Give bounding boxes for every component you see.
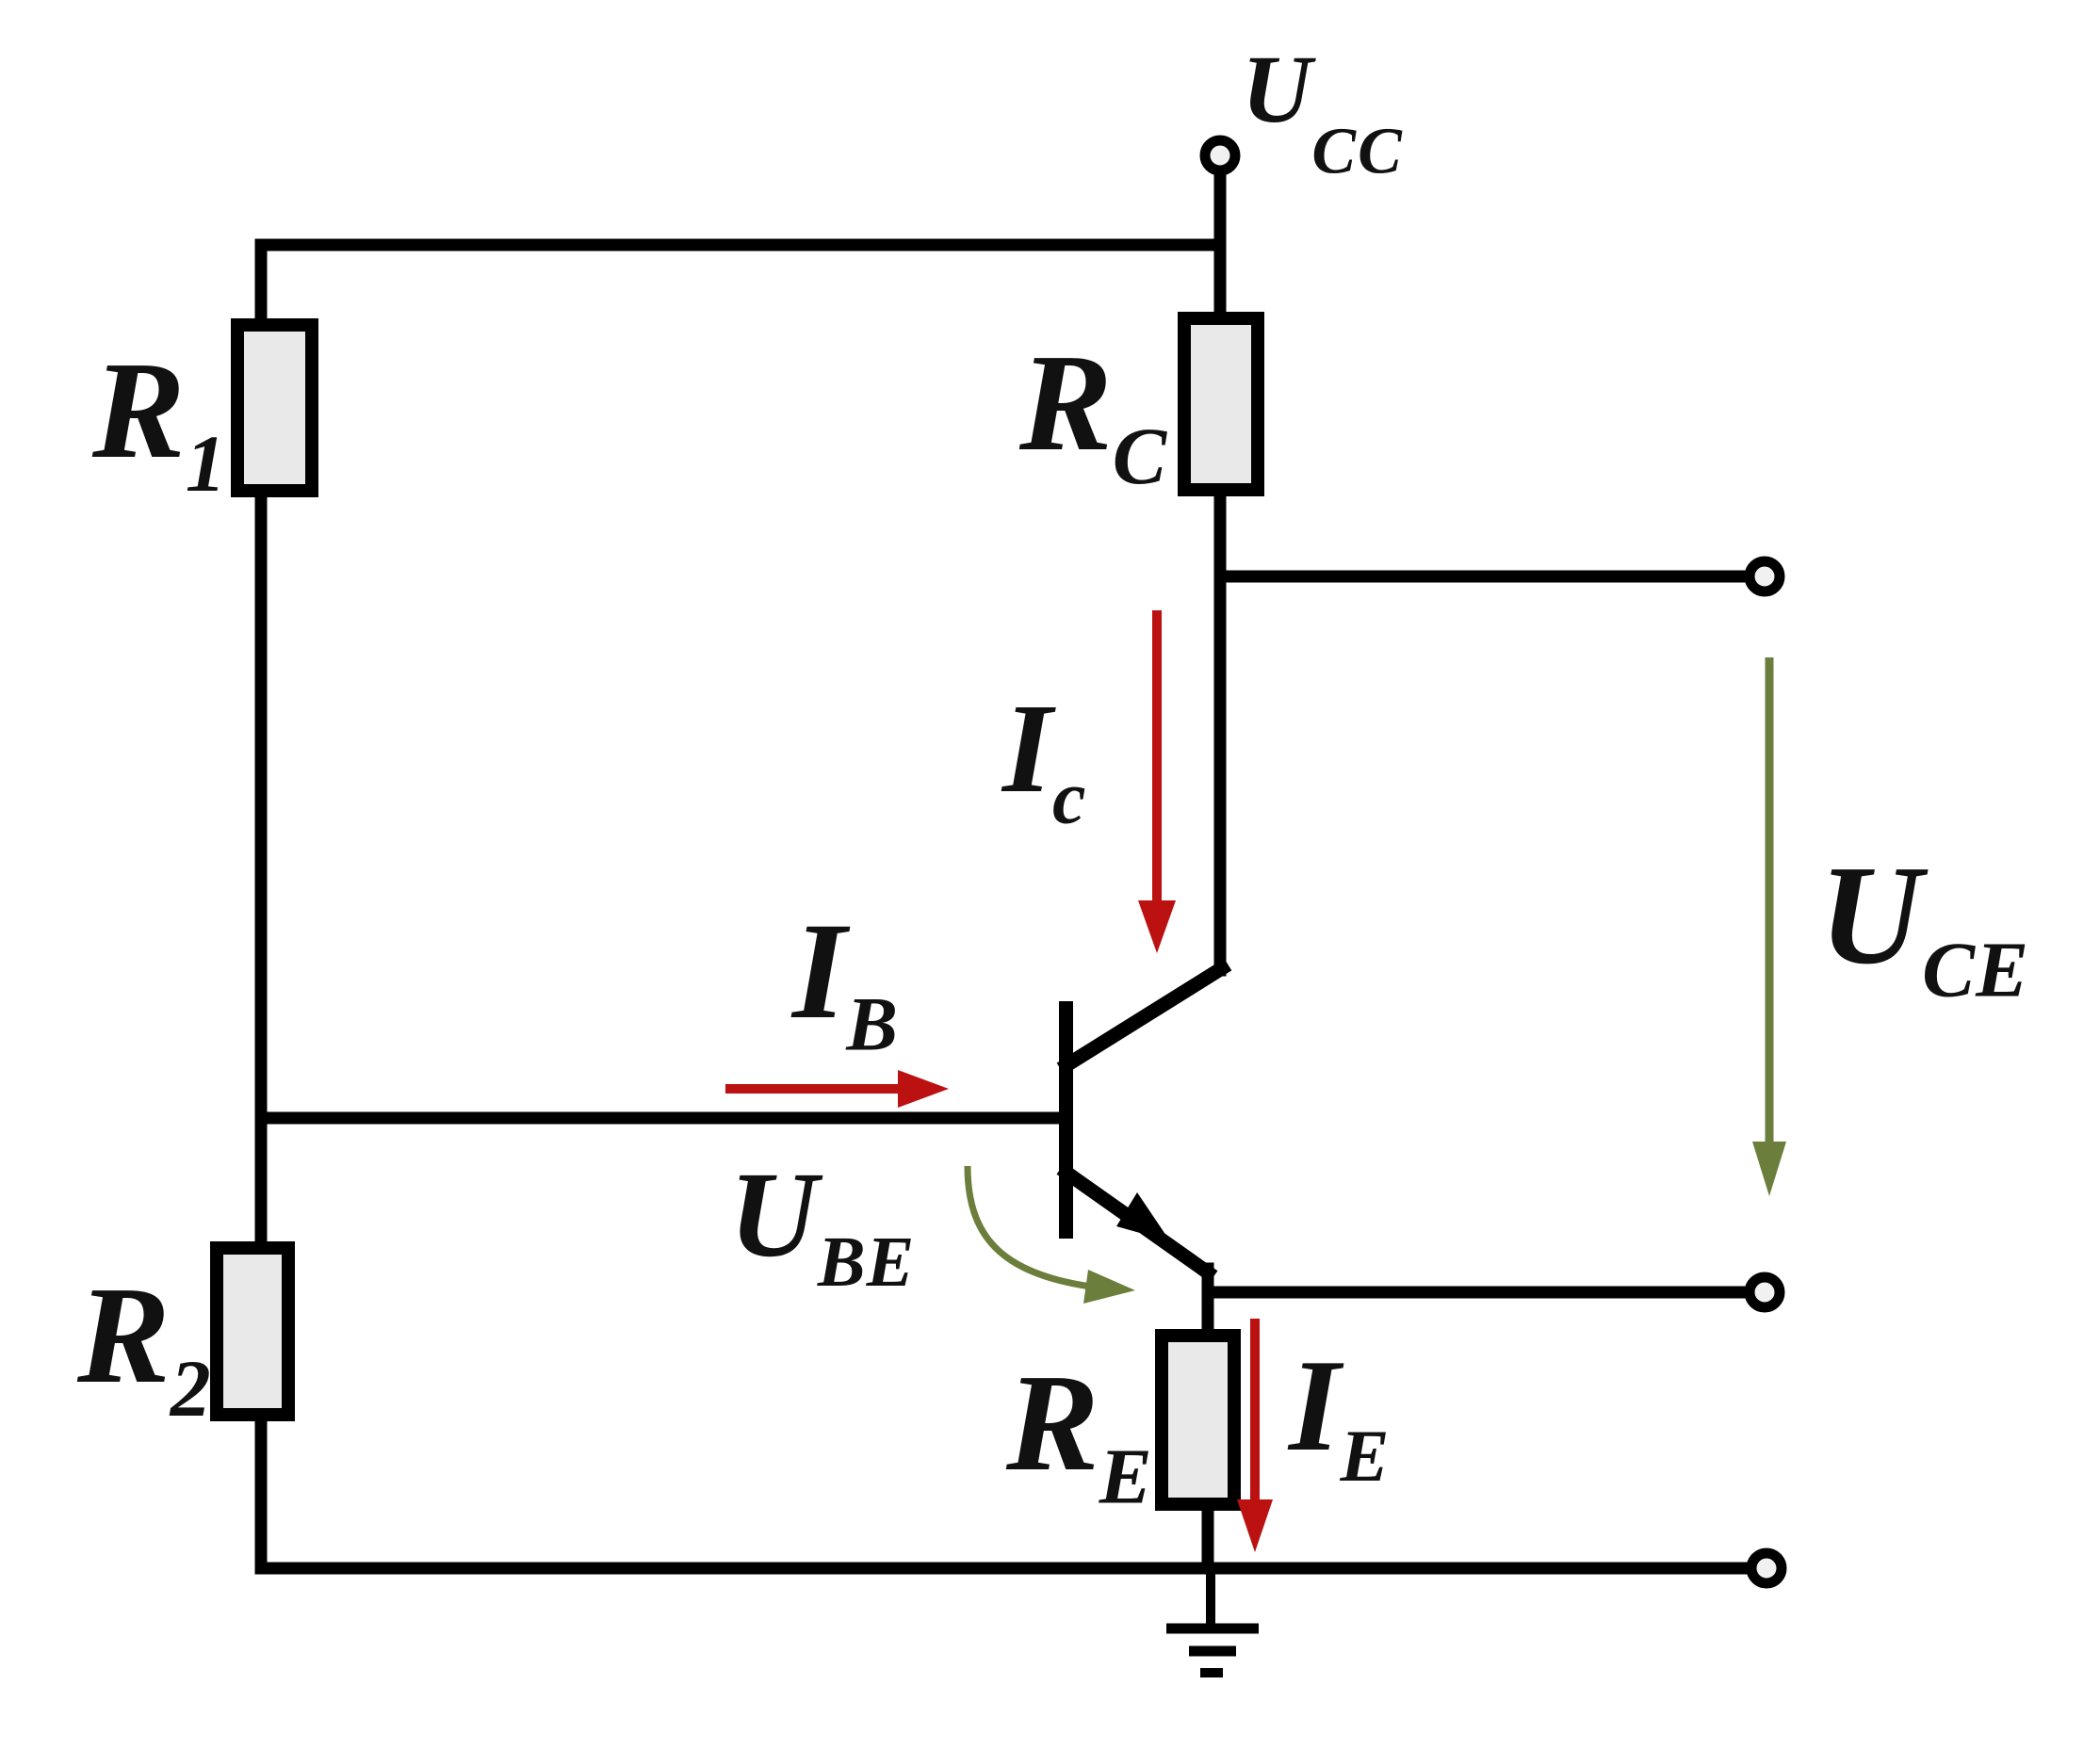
label-uce-main: U <box>1819 835 1923 994</box>
resistor-r1-body <box>231 318 318 497</box>
terminal-ucc <box>1199 135 1241 176</box>
resistor-rc-body <box>1178 312 1264 496</box>
arrow-uce-head-icon <box>1752 1142 1786 1196</box>
current-arrows <box>725 610 1273 1552</box>
arrow-ic-head-icon <box>1138 900 1176 953</box>
arrow-ube <box>964 1165 1135 1304</box>
label-uce-sub: CE <box>1922 926 2030 1014</box>
label-r2-sub: 2 <box>170 1343 211 1434</box>
transistor-base-bar <box>1059 1001 1073 1239</box>
label-r1-sub: 1 <box>185 418 226 510</box>
label-ie-sub: E <box>1340 1414 1390 1497</box>
label-ib-main: I <box>792 894 847 1047</box>
label-ic-main: I <box>1002 678 1052 819</box>
label-ube: UBE <box>729 1154 915 1298</box>
arrow-ib <box>725 1070 949 1108</box>
label-ube-sub: BE <box>817 1222 916 1302</box>
arrow-ube-shaft <box>964 1165 1092 1290</box>
ground-icon <box>1166 1568 1259 1677</box>
label-r1-main: R <box>92 333 186 488</box>
label-ucc-sub: CC <box>1311 115 1404 188</box>
label-ie-main: I <box>1289 1333 1341 1479</box>
terminal-ground-output <box>1746 1547 1787 1589</box>
label-ie: IE <box>1289 1340 1390 1493</box>
label-ube-main: U <box>729 1147 818 1283</box>
label-re-main: R <box>1006 1346 1099 1500</box>
resistor-r2-body <box>210 1241 295 1421</box>
terminal-emitter-output <box>1744 1272 1785 1313</box>
label-rc: RC <box>1019 333 1166 496</box>
label-r1: R1 <box>92 341 226 504</box>
label-ic: Ic <box>1002 685 1085 836</box>
label-ucc: UCC <box>1242 41 1404 186</box>
label-ib: IB <box>792 901 898 1062</box>
label-re: RE <box>1006 1353 1152 1516</box>
label-rc-sub: C <box>1112 411 1167 502</box>
arrow-ic <box>1138 610 1176 953</box>
label-r2: R2 <box>77 1266 211 1429</box>
label-ib-sub: B <box>846 980 898 1067</box>
transistor-collector-lead <box>1056 958 1232 1076</box>
label-uce: UCE <box>1819 844 2029 1010</box>
terminals <box>1199 135 1787 1589</box>
voltage-arrows <box>964 657 1786 1304</box>
terminal-collector-output <box>1744 556 1785 597</box>
arrow-ube-head-icon <box>1083 1270 1135 1304</box>
arrow-ib-head-icon <box>898 1070 949 1108</box>
label-r2-main: R <box>77 1258 171 1413</box>
arrow-ie <box>1237 1319 1273 1552</box>
arrow-uce <box>1752 657 1786 1196</box>
label-rc-main: R <box>1019 326 1113 480</box>
transistor-emitter-arrowhead-icon <box>1116 1192 1170 1241</box>
transistor-npn <box>1056 958 1232 1283</box>
label-ic-sub: c <box>1051 756 1086 840</box>
arrow-ie-head-icon <box>1237 1499 1273 1552</box>
resistor-re-body <box>1155 1329 1241 1511</box>
label-re-sub: E <box>1099 1433 1152 1521</box>
resistors <box>210 312 1264 1511</box>
label-ucc-main: U <box>1242 36 1312 143</box>
